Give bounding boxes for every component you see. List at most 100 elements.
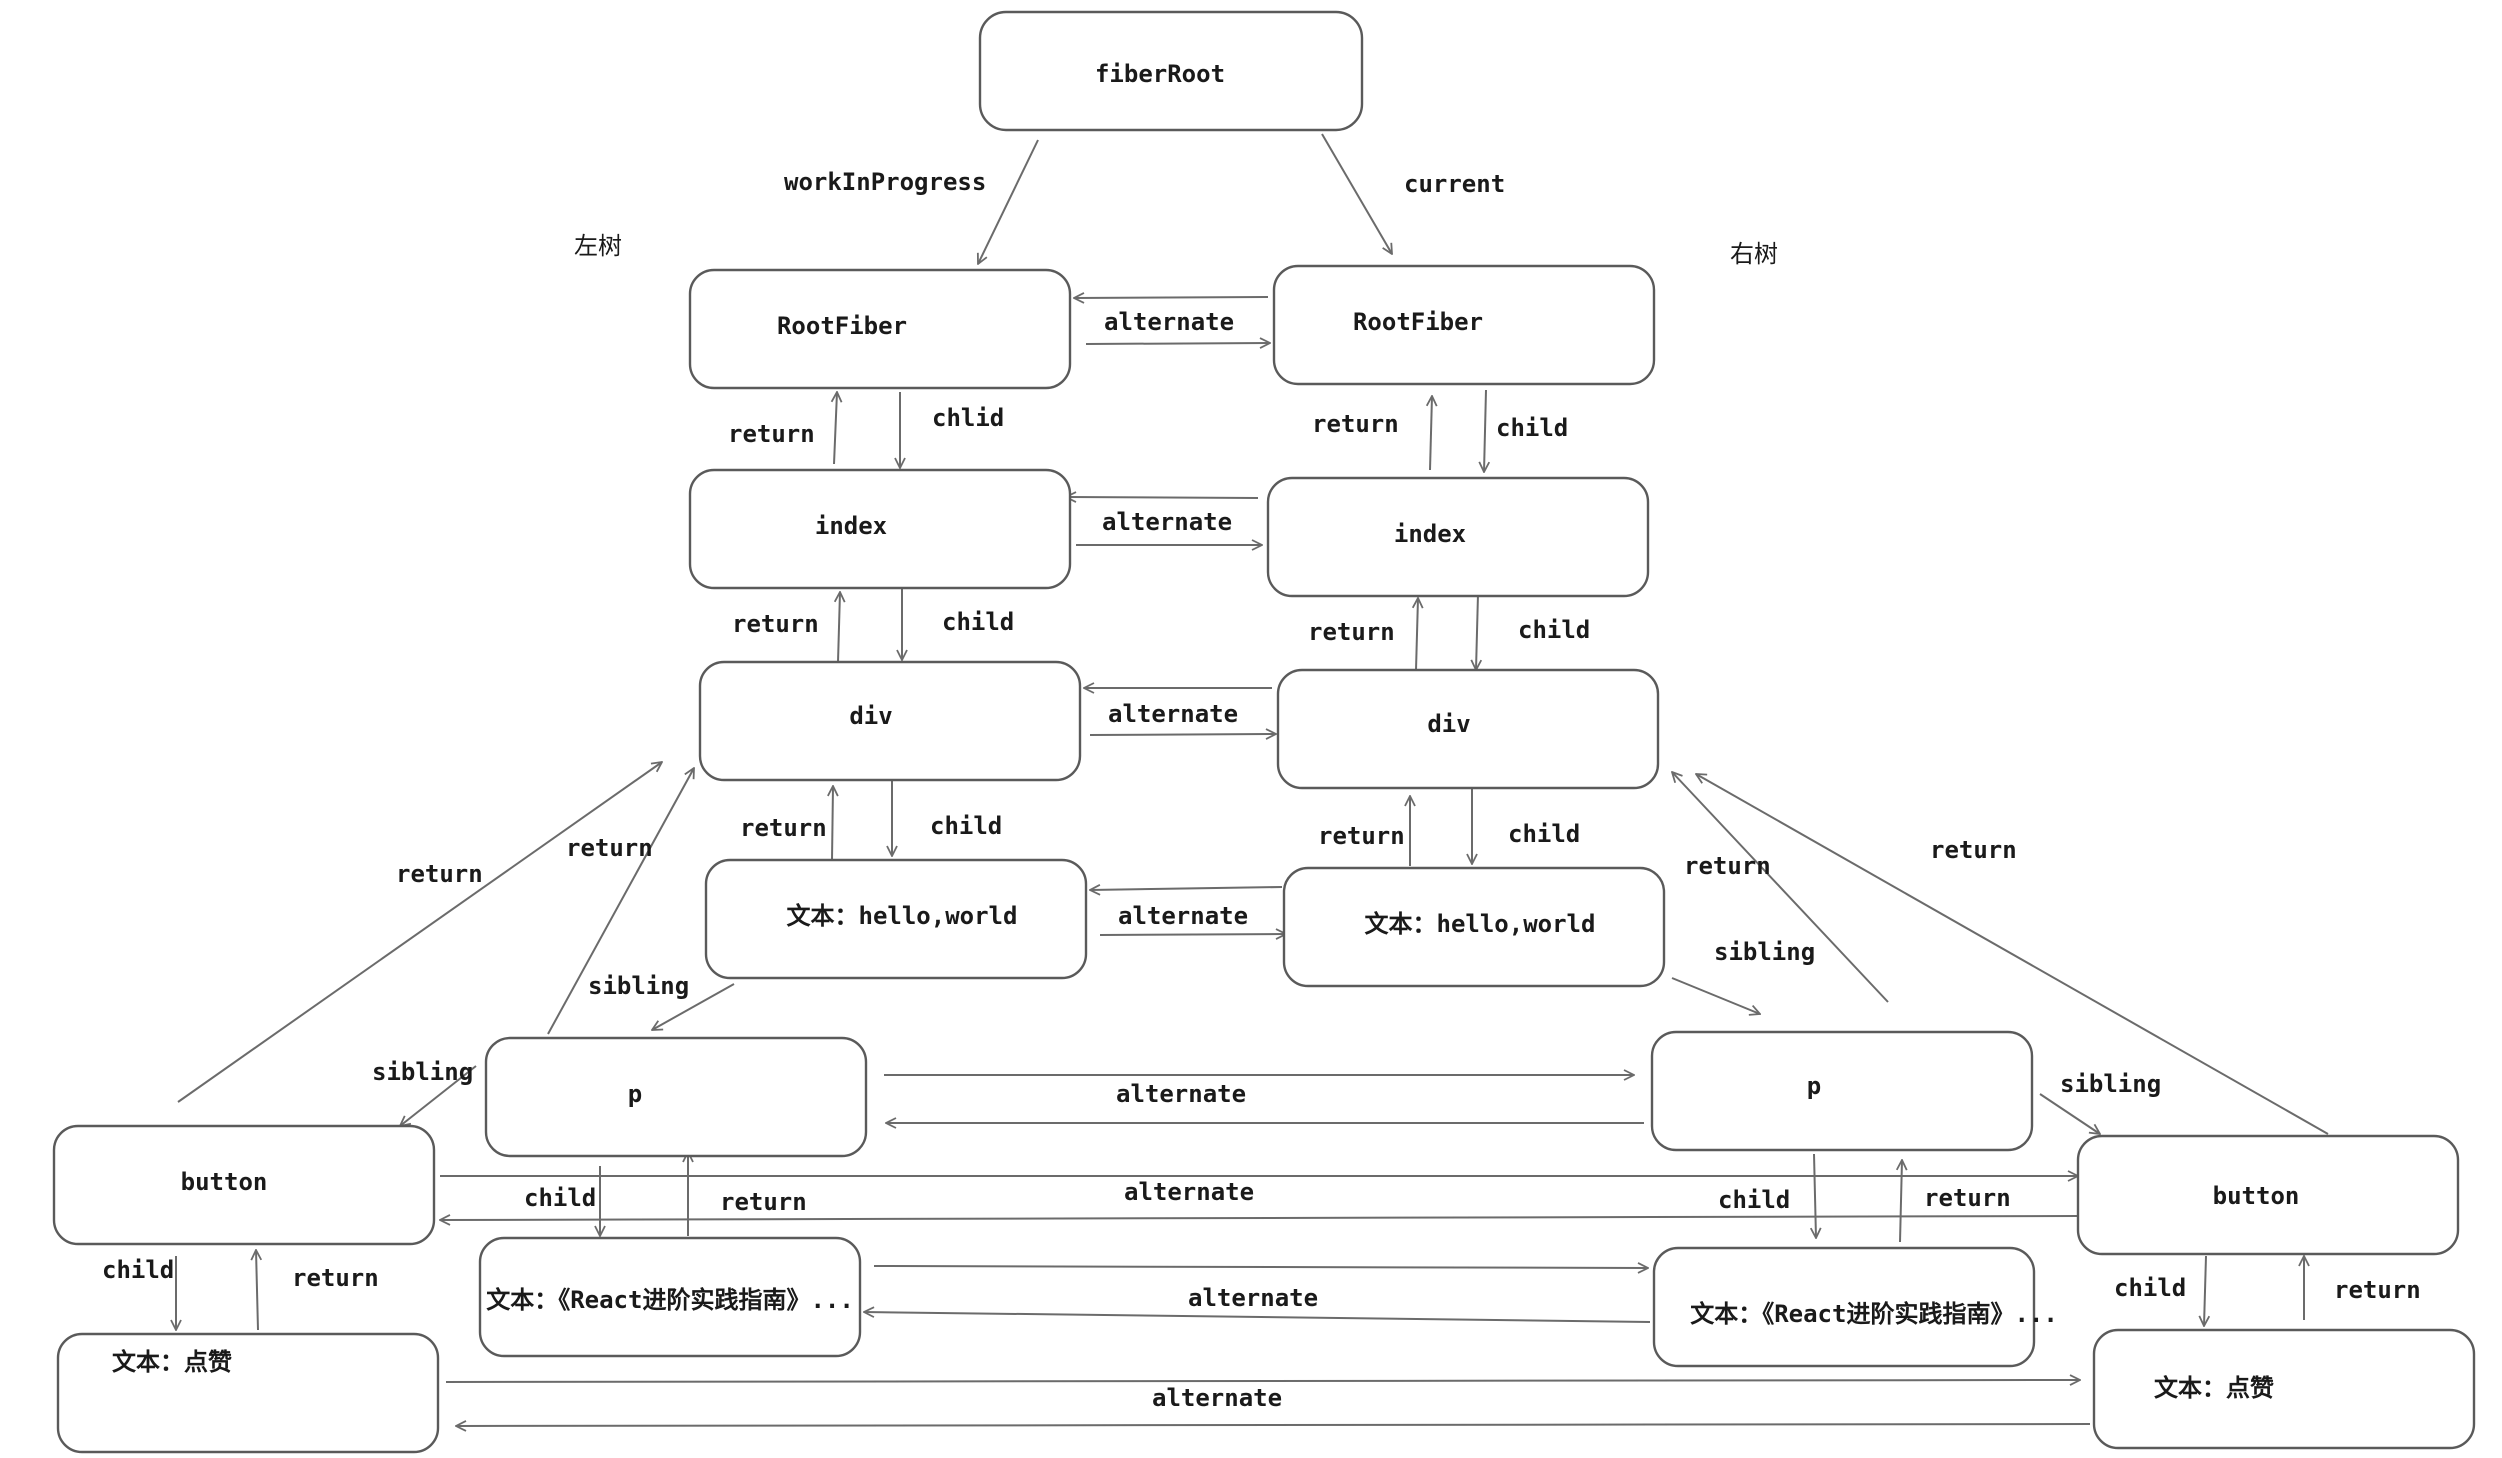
return-label: return — [396, 860, 483, 888]
edge-labels: workInProgress current alternate alterna… — [102, 168, 2421, 1412]
alternate-arrow — [1089, 734, 1276, 735]
nodes: fiberRoot RootFiber RootFiber index inde… — [52, 10, 2476, 1454]
right-tree-label: 右树 — [1730, 240, 1778, 268]
right-rootfiber-node: RootFiber — [1272, 264, 1656, 386]
node-label: 文本：hello,world — [787, 902, 1018, 930]
node-label: button — [2213, 1182, 2300, 1210]
sibling-arrow — [2039, 1093, 2100, 1134]
return-label: return — [740, 814, 827, 842]
sibling-arrow — [1671, 977, 1760, 1014]
alternate-arrow — [864, 1312, 1651, 1323]
return-label: return — [292, 1264, 379, 1292]
alternate-label: alternate — [1124, 1178, 1254, 1206]
alternate-arrow — [445, 1380, 2080, 1382]
node-label: div — [1427, 710, 1470, 738]
child-label: child — [524, 1184, 596, 1212]
alternate-arrow — [1099, 934, 1286, 935]
alternate-arrow — [873, 1266, 1648, 1268]
current-label: current — [1404, 170, 1505, 198]
sibling-arrow — [652, 983, 735, 1030]
child-label: child — [1518, 616, 1590, 644]
alternate-label: alternate — [1116, 1080, 1246, 1108]
child-label: child — [1508, 820, 1580, 848]
node-label: fiberRoot — [1095, 60, 1225, 88]
child-label: child — [1496, 414, 1568, 442]
return-label: return — [720, 1188, 807, 1216]
alternate-label: alternate — [1104, 308, 1234, 336]
node-label: 文本：hello,world — [1365, 910, 1596, 938]
sibling-label: sibling — [2060, 1070, 2161, 1098]
child-arrow — [1484, 389, 1486, 472]
child-label: child — [1718, 1186, 1790, 1214]
left-text-hello-node: 文本：hello,world — [704, 858, 1088, 980]
alternate-arrow — [440, 1216, 2079, 1220]
right-text-hello-node: 文本：hello,world — [1282, 866, 1666, 988]
node-label: div — [849, 702, 892, 730]
return-arrow — [1416, 598, 1418, 671]
return-label: return — [1308, 618, 1395, 646]
left-text-zan-node: 文本：点赞 — [56, 1332, 440, 1454]
edges — [176, 133, 2329, 1426]
child-arrow — [1476, 593, 1478, 670]
node-label: RootFiber — [777, 312, 907, 340]
right-p-node: p — [1650, 1030, 2034, 1152]
child-label: child — [930, 812, 1002, 840]
node-label: RootFiber — [1353, 308, 1483, 336]
node-label: index — [815, 512, 887, 540]
child-arrow — [1814, 1153, 1816, 1238]
alternate-label: alternate — [1188, 1284, 1318, 1312]
left-index-node: index — [688, 468, 1072, 590]
alternate-arrow — [1085, 343, 1270, 344]
return-arrow — [256, 1250, 258, 1331]
fiberroot-node: fiberRoot — [978, 10, 1364, 132]
node-label: p — [628, 1080, 642, 1108]
return-arrow — [177, 762, 662, 1103]
return-label: return — [728, 420, 815, 448]
node-label: 文本：点赞 — [2154, 1374, 2274, 1402]
node-label: 文本：《React进阶实践指南》... — [486, 1286, 854, 1314]
alternate-label: alternate — [1102, 508, 1232, 536]
right-div-node: div — [1276, 668, 1660, 790]
right-index-node: index — [1266, 476, 1650, 598]
sibling-arrow — [400, 1065, 477, 1126]
left-button-node: button — [52, 1124, 436, 1246]
sibling-label: sibling — [588, 972, 689, 1000]
node-label: button — [181, 1168, 268, 1196]
node-label: 文本：点赞 — [112, 1348, 232, 1376]
alternate-label: alternate — [1108, 700, 1238, 728]
node-label: index — [1394, 520, 1466, 548]
return-arrow — [1430, 396, 1432, 471]
return-label: return — [1318, 822, 1405, 850]
right-text-zan-node: 文本：点赞 — [2092, 1328, 2476, 1450]
return-label: return — [732, 610, 819, 638]
return-arrow — [838, 592, 840, 663]
alternate-label: alternate — [1118, 902, 1248, 930]
return-arrow — [1696, 774, 2329, 1135]
return-label: return — [2334, 1276, 2421, 1304]
sibling-label: sibling — [372, 1058, 473, 1086]
left-rootfiber-node: RootFiber — [688, 268, 1072, 390]
alternate-arrow — [456, 1424, 2091, 1426]
return-label: return — [566, 834, 653, 862]
left-tree-label: 左树 — [574, 232, 622, 260]
right-text-react-node: 文本：《React进阶实践指南》... — [1652, 1246, 2058, 1368]
left-div-node: div — [698, 660, 1082, 782]
alternate-arrow — [1074, 297, 1269, 298]
right-button-node: button — [2076, 1134, 2460, 1256]
return-arrow — [1900, 1160, 1902, 1243]
current-arrow — [1321, 133, 1392, 254]
return-label: return — [1684, 852, 1771, 880]
child-label: child — [102, 1256, 174, 1284]
left-p-node: p — [484, 1036, 868, 1158]
node-label: 文本：《React进阶实践指南》... — [1690, 1300, 2058, 1328]
child-label: child — [942, 608, 1014, 636]
return-arrow — [832, 786, 833, 861]
return-label: return — [1924, 1184, 2011, 1212]
sibling-label: sibling — [1714, 938, 1815, 966]
return-arrow — [547, 768, 694, 1035]
return-arrow — [834, 392, 837, 465]
return-arrow — [1672, 772, 1889, 1003]
alternate-arrow — [1066, 497, 1259, 498]
